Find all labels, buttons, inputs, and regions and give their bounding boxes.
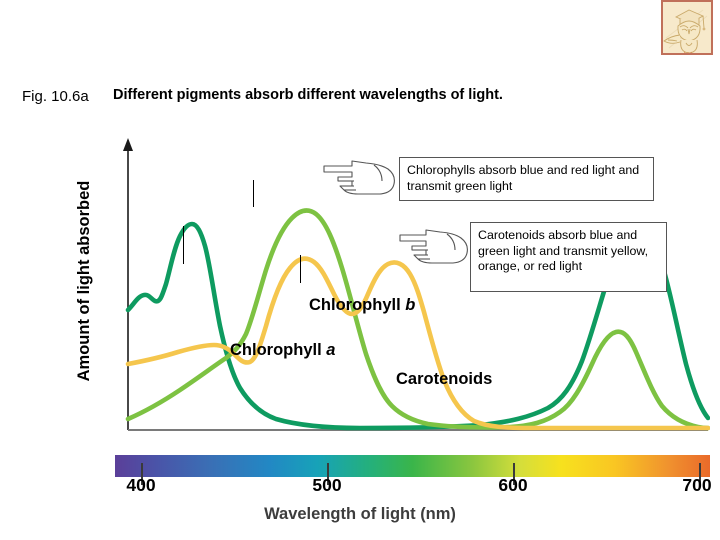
figure-number: Fig. 10.6a	[22, 88, 89, 105]
pointing-hand-icon	[398, 226, 470, 266]
owl-logo-artwork	[663, 2, 711, 53]
tick-label-500: 500	[312, 475, 342, 495]
label-chlorophyll-a-text: Chlorophyll	[230, 341, 327, 359]
leader-line-chlorophyll-a	[183, 226, 185, 264]
tick-label-600: 600	[498, 475, 528, 495]
absorption-spectrum-chart: Amount of light absorbed Chlorophyll a C…	[75, 136, 710, 442]
label-chlorophyll-b-text: Chlorophyll	[309, 296, 406, 314]
callout-carotenoids: Carotenoids absorb blue and green light …	[470, 222, 667, 292]
figure-title: Different pigments absorb different wave…	[113, 87, 503, 103]
owl-graduate-logo	[661, 0, 713, 55]
visible-spectrum-bar	[115, 455, 710, 477]
tick-600	[513, 463, 515, 485]
label-chlorophyll-b-italic: b	[405, 296, 416, 314]
label-carotenoids: Carotenoids	[396, 370, 493, 388]
spectrum-gradient	[115, 455, 710, 477]
tick-500	[327, 463, 329, 485]
tick-400	[141, 463, 143, 485]
curve-carotenoids	[125, 256, 710, 431]
pointing-hand-icon	[322, 157, 398, 197]
spectrum-tick-marks	[115, 455, 710, 485]
leader-line-carotenoids	[300, 255, 302, 283]
leader-line-chlorophyll-b	[253, 180, 255, 207]
label-chlorophyll-a: Chlorophyll a	[230, 341, 335, 360]
tick-label-400: 400	[126, 475, 156, 495]
callout-chlorophylls: Chlorophylls absorb blue and red light a…	[399, 157, 654, 201]
label-chlorophyll-a-italic: a	[326, 341, 336, 359]
y-axis-title: Amount of light absorbed	[75, 180, 93, 382]
tick-label-700: 700	[682, 475, 712, 495]
x-axis-title: Wavelength of light (nm)	[264, 505, 456, 523]
tick-700	[699, 463, 701, 485]
pointing-hand-glyph	[323, 160, 395, 195]
curve-chlorophyll-b	[125, 208, 710, 431]
label-chlorophyll-b: Chlorophyll b	[309, 296, 415, 315]
pointing-hand-glyph	[399, 229, 468, 264]
